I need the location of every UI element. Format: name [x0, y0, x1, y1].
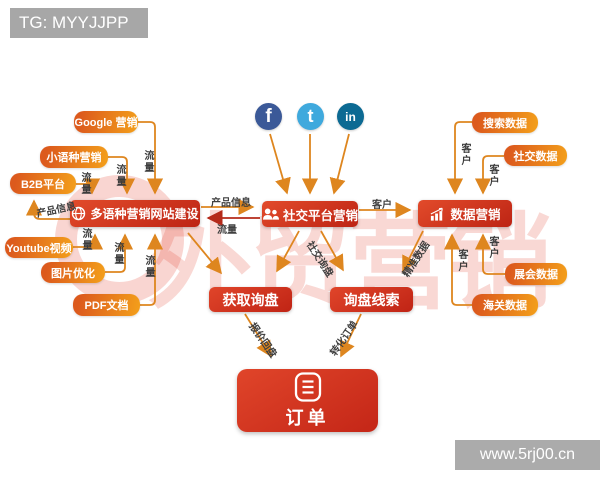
- node-label: 数据营销: [450, 208, 501, 222]
- node-multilingual-website: 多语种营销网站建设: [70, 200, 200, 227]
- source-label: Google 营销: [74, 117, 138, 129]
- source-google-marketing: Google 营销: [74, 111, 138, 133]
- twitter-icon: t: [297, 103, 324, 130]
- source-label: Youtube视频: [6, 242, 72, 255]
- label-customer: 客户: [459, 143, 470, 167]
- node-order: 订单: [237, 369, 378, 432]
- label-traffic: 流量: [80, 228, 91, 252]
- node-inquiry-leads: 询盘线索: [330, 287, 413, 312]
- node-data-marketing: 数据营销: [418, 200, 512, 227]
- facebook-icon: f: [255, 103, 282, 130]
- label-traffic: 流量: [114, 164, 125, 188]
- label-traffic: 流量: [112, 242, 123, 266]
- source-customs-data: 海关数据: [472, 294, 538, 316]
- node-label: 社交平台营销: [282, 208, 358, 223]
- orange-flow-lines: [25, 121, 505, 358]
- source-youtube-video: Youtube视频: [5, 237, 73, 258]
- node-social-platform-marketing: 社交平台营销: [262, 201, 358, 227]
- label-traffic: 流量: [79, 172, 90, 196]
- website-url-tag: www.5rj00.cn: [455, 440, 600, 470]
- label-traffic: 流量: [142, 150, 153, 174]
- bar-chart-icon: [431, 207, 444, 221]
- source-label: 搜索数据: [483, 117, 527, 130]
- source-label: PDF文档: [84, 300, 129, 312]
- globe-icon: [72, 206, 86, 221]
- source-social-data: 社交数据: [504, 145, 567, 166]
- node-label: 订单: [285, 407, 330, 428]
- node-label: 获取询盘: [222, 291, 279, 308]
- source-label: 海关数据: [483, 300, 527, 312]
- label-customer: 客户: [372, 200, 392, 211]
- source-search-data: 搜索数据: [472, 112, 538, 133]
- label-customer: 客户: [487, 164, 498, 188]
- source-label: 展会数据: [514, 269, 558, 281]
- node-label: 多语种营销网站建设: [90, 207, 199, 221]
- source-label: 社交数据: [513, 150, 558, 163]
- linkedin-glyph: in: [345, 109, 356, 124]
- source-exhibition-data: 展会数据: [505, 263, 567, 285]
- source-label: 图片优化: [51, 267, 95, 280]
- node-get-inquiries: 获取询盘: [209, 287, 292, 312]
- label-customer: 客户: [456, 249, 467, 273]
- source-b2b-platform: B2B平台: [10, 173, 76, 194]
- telegram-tag: TG: MYYJJPP: [10, 8, 148, 38]
- label-traffic: 流量: [217, 225, 237, 236]
- twitter-glyph: t: [307, 106, 314, 126]
- label-product-info: 产品信息: [211, 198, 251, 209]
- source-pdf-document: PDF文档: [73, 294, 140, 316]
- source-label: 小语种营销: [46, 152, 102, 164]
- node-label: 询盘线索: [343, 291, 400, 308]
- source-minor-language-marketing: 小语种营销: [40, 146, 108, 168]
- label-customer: 客户: [487, 236, 498, 260]
- label-traffic: 流量: [143, 255, 154, 279]
- document-icon: [294, 371, 321, 402]
- source-label: B2B平台: [20, 178, 65, 191]
- source-image-optimization: 图片优化: [41, 262, 105, 283]
- people-icon: [262, 208, 279, 220]
- facebook-glyph: f: [265, 105, 272, 127]
- linkedin-icon: in: [337, 103, 364, 130]
